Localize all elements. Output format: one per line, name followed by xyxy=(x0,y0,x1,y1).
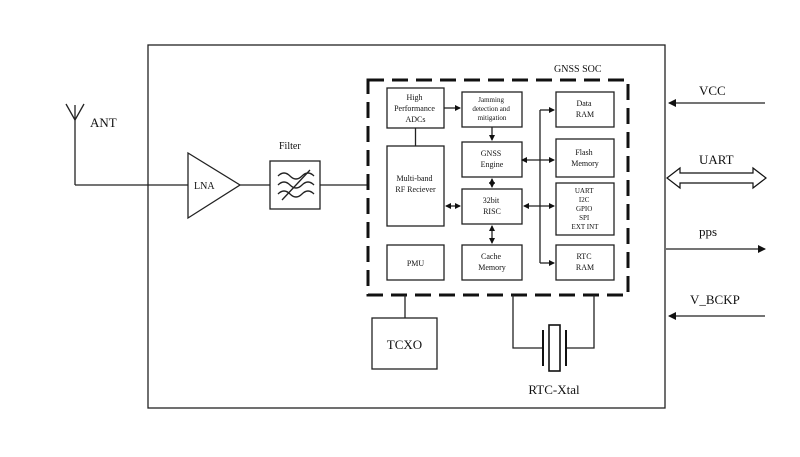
svg-text:High Performance ADCs: High Performance ADCs xyxy=(394,93,437,124)
rtc-xtal-label: RTC-Xtal xyxy=(528,382,580,397)
gnss-soc-title: GNSS SOC xyxy=(554,64,602,75)
svg-text:Multi-band RF Reciever: Multi-band RF Reciever xyxy=(395,174,436,194)
svg-text:32bit RISC: 32bit RISC xyxy=(483,196,501,216)
risc-label-1: 32bit xyxy=(483,196,500,205)
gnss-engine-label-2: Engine xyxy=(481,160,504,169)
uart-label: UART xyxy=(699,152,734,167)
flash-memory-block xyxy=(555,138,615,178)
module-outline xyxy=(147,44,666,409)
gnss-engine-label-1: GNSS xyxy=(481,149,501,158)
interface-label-i2c: I2C xyxy=(579,196,590,204)
svg-text:UART I2C GPIO SPI: UART I2C GPIO SPI EXT INT xyxy=(572,187,600,231)
rf-receiver-block xyxy=(386,145,445,227)
rf-receiver-label-1: Multi-band xyxy=(397,174,433,183)
risc-block xyxy=(461,188,523,225)
jamming-label-1: Jamming xyxy=(478,96,504,104)
cache-memory-block xyxy=(461,244,523,281)
svg-text:Flash Memory: Flash Memory xyxy=(571,148,599,168)
uart-bidir-arrow xyxy=(666,166,767,190)
pmu-label: PMU xyxy=(407,259,425,268)
adcs-block xyxy=(386,87,445,129)
lna-label: LNA xyxy=(194,181,215,192)
tcxo-block xyxy=(371,317,438,370)
interface-label-uart: UART xyxy=(575,187,594,195)
jamming-label-2: detection and xyxy=(472,105,510,113)
svg-text:GNSS Engine: GNSS Engine xyxy=(481,149,504,169)
antenna-icon xyxy=(65,103,85,185)
jamming-label-3: mitigation xyxy=(478,114,507,122)
rf-receiver-label-2: RF Reciever xyxy=(395,185,436,194)
lna-amplifier xyxy=(187,151,242,220)
interface-label-spi: SPI xyxy=(579,214,590,222)
flash-memory-label-1: Flash xyxy=(575,148,592,157)
flash-memory-label-2: Memory xyxy=(571,159,599,168)
vcc-label: VCC xyxy=(699,83,726,98)
v-bckp-label: V_BCKP xyxy=(690,292,740,307)
data-ram-label-2: RAM xyxy=(576,110,594,119)
svg-text:RTC RAM: RTC RAM xyxy=(576,252,594,272)
data-ram-block xyxy=(555,91,615,128)
svg-text:Jamming detection and: Jamming detection and mitigation xyxy=(472,96,511,122)
filter-block xyxy=(269,160,321,210)
rtc-ram-label-2: RAM xyxy=(576,263,594,272)
adcs-label-3: ADCs xyxy=(405,115,425,124)
gnss-soc-boundary xyxy=(366,78,630,297)
cache-memory-label-2: Memory xyxy=(478,263,506,272)
data-ram-label-1: Data xyxy=(576,99,592,108)
rtc-ram-block xyxy=(555,244,615,281)
filter-icon xyxy=(277,169,315,201)
adcs-label-1: High xyxy=(407,93,423,102)
interface-label-ext-int: EXT INT xyxy=(572,223,600,231)
pmu-block xyxy=(386,244,445,281)
internal-connections xyxy=(414,105,555,266)
svg-text:Data RAM: Data RAM xyxy=(576,99,594,119)
pps-label: pps xyxy=(699,224,717,239)
cache-memory-label-1: Cache xyxy=(481,252,501,261)
filter-label: Filter xyxy=(279,141,301,152)
tcxo-label: TCXO xyxy=(387,337,422,352)
jamming-block xyxy=(461,91,523,128)
risc-label-2: RISC xyxy=(483,207,501,216)
ant-label: ANT xyxy=(90,115,117,130)
svg-text:Cache Memory: Cache Memory xyxy=(478,252,506,272)
adcs-label-2: Performance xyxy=(394,104,435,113)
interfaces-block xyxy=(555,182,615,236)
gnss-engine-block xyxy=(461,141,523,178)
rtc-ram-label-1: RTC xyxy=(576,252,591,261)
rtc-xtal-icon xyxy=(512,295,595,372)
interface-label-gpio: GPIO xyxy=(576,205,592,213)
